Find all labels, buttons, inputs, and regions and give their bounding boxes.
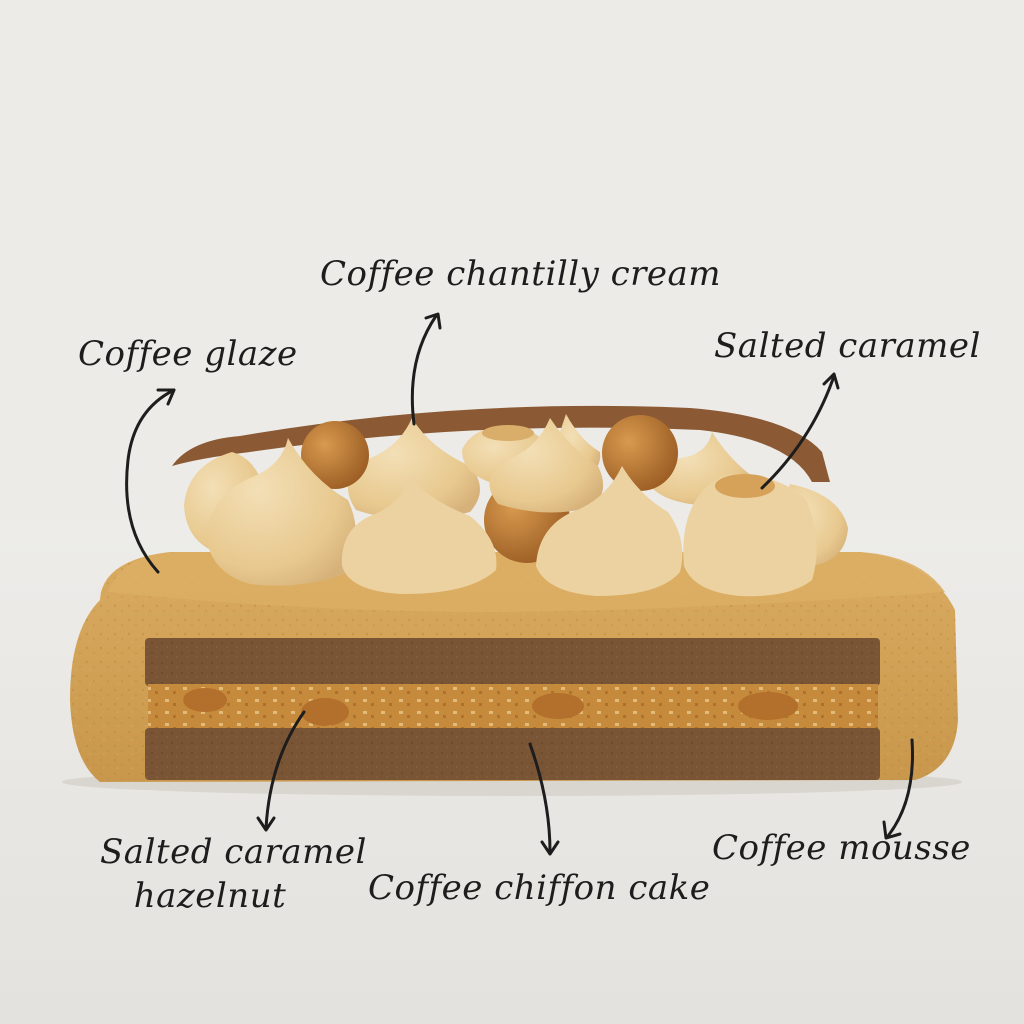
arrow-coffee-glaze bbox=[125, 388, 176, 574]
front-chantilly-dollops bbox=[206, 418, 817, 597]
arrow-chantilly bbox=[410, 314, 438, 426]
label-salted-caramel-hazelnut-line1: Salted caramel bbox=[100, 832, 367, 872]
arrow-caramel-hazelnut bbox=[264, 710, 306, 830]
label-salted-caramel: Salted caramel bbox=[714, 326, 981, 366]
hazelnut-pieces bbox=[183, 688, 798, 726]
label-coffee-chantilly-cream: Coffee chantilly cream bbox=[320, 254, 722, 294]
label-coffee-chiffon-cake: Coffee chiffon cake bbox=[368, 868, 711, 908]
arrow-chiffon bbox=[528, 742, 552, 854]
arrow-salted-caramel bbox=[760, 374, 836, 490]
annotation-arrows bbox=[125, 312, 914, 856]
arrow-mousse bbox=[886, 738, 914, 838]
label-coffee-glaze: Coffee glaze bbox=[78, 334, 298, 374]
label-coffee-mousse: Coffee mousse bbox=[712, 828, 971, 868]
label-salted-caramel-hazelnut-line2: hazelnut bbox=[133, 876, 287, 916]
label-salted-caramel-hazelnut: Salted caramel hazelnut bbox=[100, 830, 367, 918]
